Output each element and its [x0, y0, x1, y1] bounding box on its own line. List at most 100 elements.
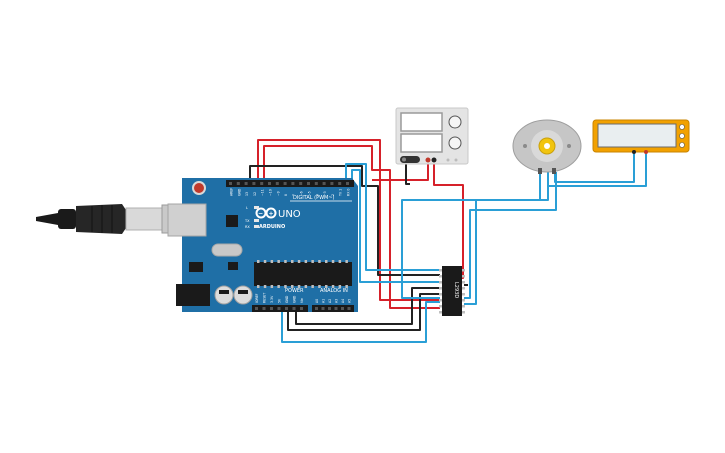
- digital-pin-13[interactable]: [330, 182, 334, 185]
- reset-button[interactable]: [192, 181, 206, 195]
- multimeter-port-a[interactable]: [679, 124, 685, 130]
- wire-blue-9[interactable]: [401, 290, 440, 299]
- digital-header-label: DIGITAL (PWM~): [293, 195, 335, 201]
- digital-pin-11[interactable]: [314, 182, 318, 185]
- l293d-pin-left-7[interactable]: [439, 311, 442, 314]
- analog-pin-4[interactable]: [341, 307, 344, 310]
- wire-black-1[interactable]: [249, 165, 440, 276]
- wire-blue-8[interactable]: [547, 154, 647, 187]
- wire-blue-1[interactable]: [345, 163, 440, 271]
- usb-connector: [167, 203, 207, 237]
- digital-pin-3[interactable]: [252, 182, 256, 185]
- crystal: [211, 243, 243, 257]
- multimeter-port-com[interactable]: [679, 142, 685, 148]
- wire-red-4[interactable]: [372, 162, 429, 181]
- terminal-positive[interactable]: [431, 157, 437, 163]
- wire-red-1[interactable]: [257, 139, 440, 301]
- voltage-knob[interactable]: [448, 115, 462, 129]
- capacitor-2: [233, 285, 253, 305]
- analog-pin-label-4: A4: [341, 299, 345, 303]
- arduino-logo: − +: [255, 207, 277, 219]
- digital-pin-label-11: 4: [315, 194, 319, 196]
- l293d-pin-right-2[interactable]: [462, 281, 465, 284]
- l293d-pin-right-5[interactable]: [462, 299, 465, 302]
- l293d-pin-left-1[interactable]: [439, 275, 442, 278]
- digital-pin-1[interactable]: [236, 182, 240, 185]
- terminal-negative[interactable]: [425, 157, 431, 163]
- l293d-pin-right-0[interactable]: [462, 269, 465, 272]
- voltage-display: [400, 112, 443, 132]
- power-pin-2[interactable]: [270, 307, 273, 310]
- digital-pin-label-0: AREF: [230, 188, 234, 196]
- atmega-pin-bottom-9: [318, 285, 321, 288]
- multimeter-port-v[interactable]: [679, 133, 685, 139]
- digital-pin-14[interactable]: [338, 182, 342, 185]
- l293d-pin-right-3[interactable]: [462, 287, 465, 290]
- wire-black-2[interactable]: [405, 162, 410, 185]
- power-pin-0[interactable]: [255, 307, 258, 310]
- analog-header-label: ANALOG IN: [320, 288, 348, 294]
- wire-blue-3[interactable]: [281, 301, 440, 343]
- l293d-pin-right-1[interactable]: [462, 275, 465, 278]
- l293d-driver[interactable]: L293D: [439, 266, 465, 316]
- l293d-pin-right-6[interactable]: [462, 305, 465, 308]
- l293d-pin-right-7[interactable]: [462, 311, 465, 314]
- analog-pin-1[interactable]: [321, 307, 325, 310]
- digital-pin-4[interactable]: [260, 182, 264, 185]
- digital-pin-label-8: 7: [292, 194, 296, 196]
- l293d-pin-left-4[interactable]: [439, 293, 442, 296]
- wire-black-3[interactable]: [287, 293, 440, 331]
- usb-cable-body: [58, 209, 76, 229]
- power-pin-5[interactable]: [292, 307, 296, 310]
- analog-pin-5[interactable]: [347, 307, 351, 310]
- power-pin-4[interactable]: [285, 307, 288, 310]
- digital-pin-7[interactable]: [283, 182, 287, 185]
- digital-pin-5[interactable]: [268, 182, 271, 185]
- wire-blue-6[interactable]: [401, 172, 541, 290]
- analog-pin-2[interactable]: [328, 307, 331, 310]
- digital-pin-0[interactable]: [229, 182, 232, 185]
- wire-blue-5[interactable]: [464, 172, 549, 305]
- digital-pin-6[interactable]: [275, 182, 279, 185]
- analog-pin-label-0: A0: [315, 299, 319, 303]
- wire-black-4[interactable]: [295, 287, 440, 325]
- digital-pin-15[interactable]: [346, 182, 349, 185]
- multimeter[interactable]: [592, 119, 690, 154]
- wire-blue-2[interactable]: [351, 169, 440, 283]
- digital-pin-12[interactable]: [322, 182, 326, 185]
- l293d-pin-left-3[interactable]: [439, 287, 442, 290]
- wire-blue-7[interactable]: [554, 154, 635, 183]
- power-pin-3[interactable]: [277, 307, 281, 310]
- led-label-rx: RX: [245, 225, 250, 229]
- current-knob[interactable]: [448, 136, 462, 150]
- l293d-pin-left-6[interactable]: [439, 305, 442, 308]
- l293d-pin-left-2[interactable]: [439, 281, 442, 284]
- wire-red-3[interactable]: [433, 162, 464, 279]
- digital-pin-label-2: 13: [245, 192, 249, 196]
- atmega-pin-bottom-13: [345, 285, 348, 288]
- digital-pin-10[interactable]: [307, 182, 310, 185]
- power-switch[interactable]: [400, 156, 420, 163]
- digital-pin-8[interactable]: [291, 182, 295, 185]
- atmega-pin-top-0: [257, 260, 260, 263]
- analog-pin-0[interactable]: [315, 307, 318, 310]
- digital-pin-9[interactable]: [299, 182, 303, 185]
- l293d-pin-right-4[interactable]: [462, 293, 465, 296]
- atmega-pin-top-6: [297, 260, 301, 263]
- power-pin-label-6: Vin: [300, 298, 304, 303]
- atmega-pin-bottom-3: [277, 285, 280, 288]
- wire-red-2[interactable]: [263, 145, 440, 309]
- power-supply[interactable]: [395, 107, 469, 165]
- digital-pin-label-12: ~3: [323, 191, 327, 196]
- l293d-pin-left-0[interactable]: [439, 269, 442, 272]
- power-pin-1[interactable]: [262, 307, 266, 310]
- atmega-pin-bottom-6: [297, 285, 301, 288]
- analog-pin-3[interactable]: [334, 307, 338, 310]
- dc-motor[interactable]: [512, 119, 582, 174]
- power-pin-6[interactable]: [300, 307, 303, 310]
- digital-pin-2[interactable]: [244, 182, 248, 185]
- l293d-pin-left-5[interactable]: [439, 299, 442, 302]
- wire-blue-4[interactable]: [464, 172, 557, 299]
